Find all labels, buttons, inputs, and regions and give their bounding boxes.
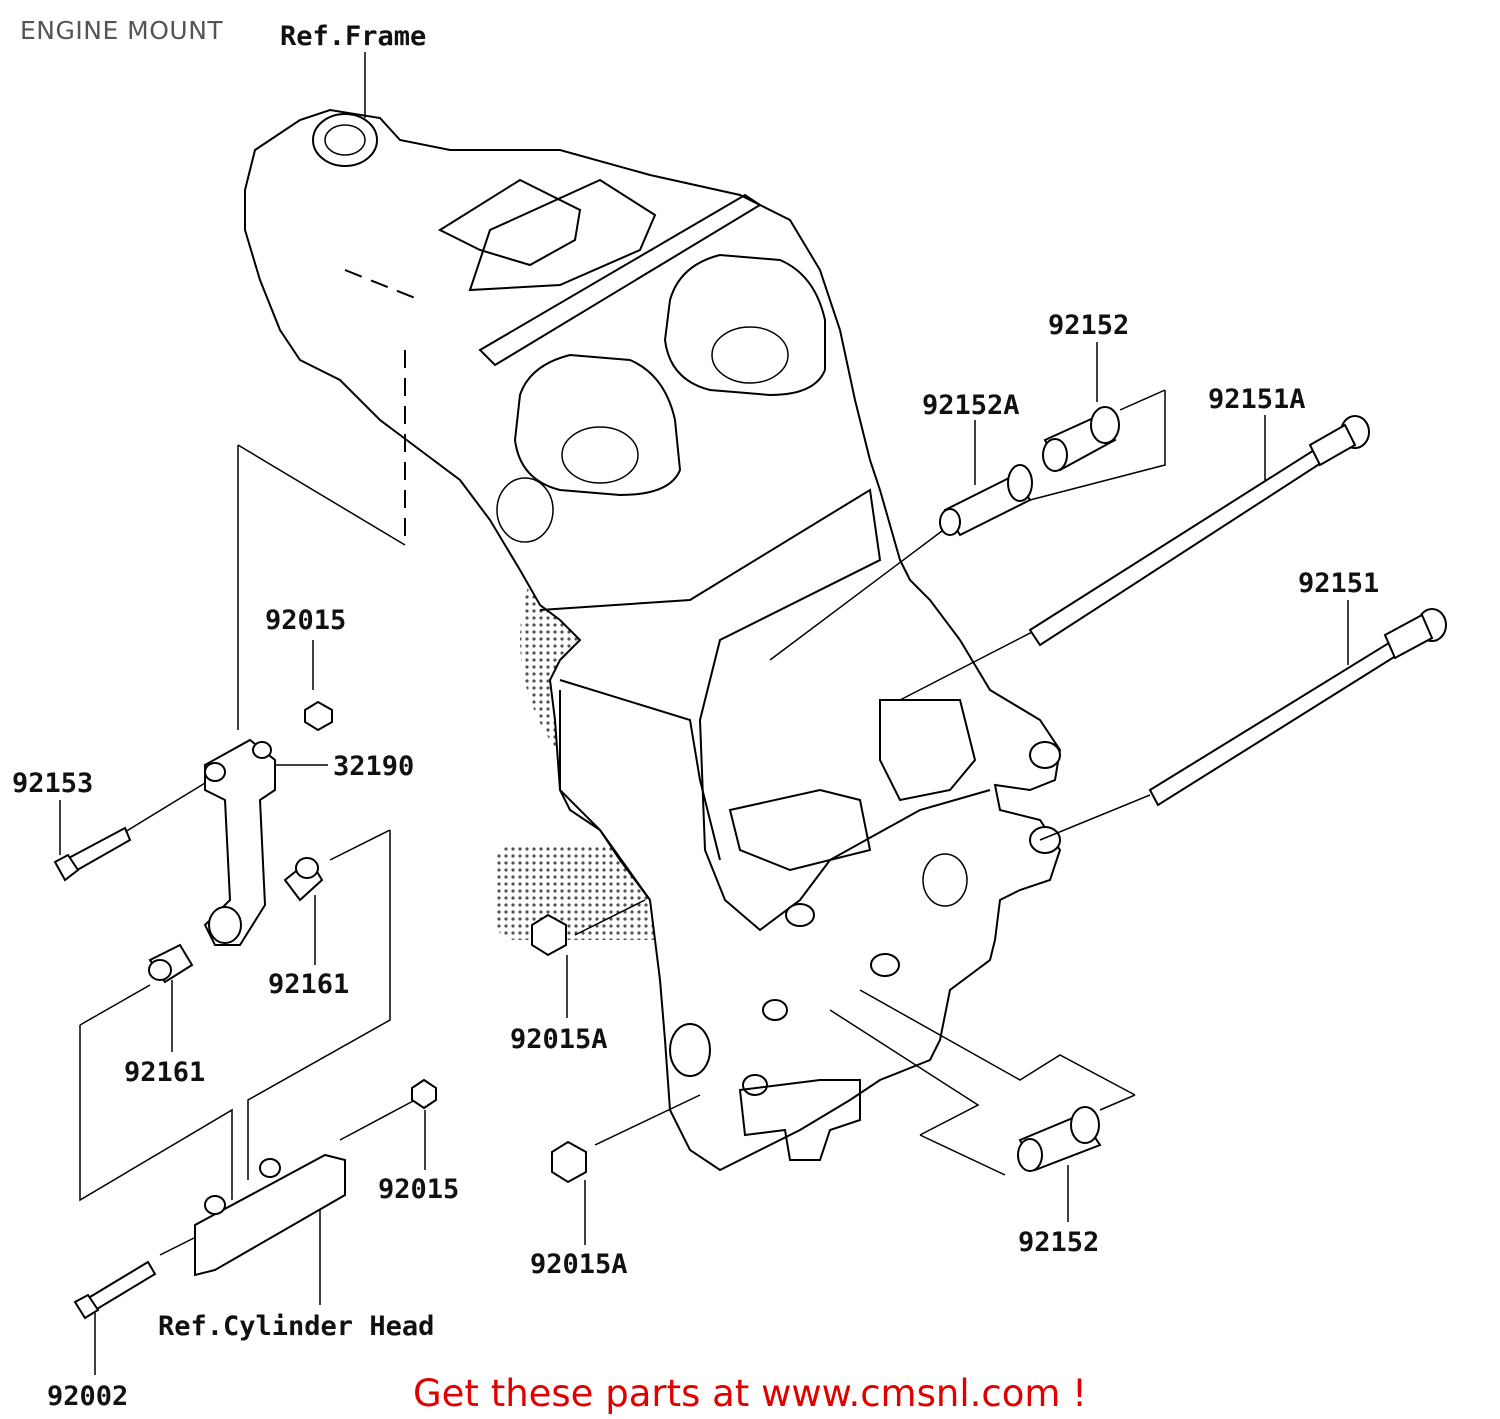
label-ref-cylinder-head: Ref.Cylinder Head	[158, 1311, 434, 1342]
label-92161-right: 92161	[268, 969, 349, 1000]
page-title: ENGINE MOUNT	[20, 16, 224, 45]
label-92161-left: 92161	[124, 1057, 205, 1088]
part-92153-bolt-shape	[53, 826, 132, 882]
label-92015a-low: 92015A	[530, 1249, 628, 1280]
label-32190: 32190	[333, 751, 414, 782]
part-92151a-shape	[1028, 415, 1370, 647]
part-92152a-shape	[939, 464, 1033, 537]
part-92015-top-shape	[304, 700, 333, 732]
leader-lines	[59, 52, 1349, 1375]
label-92151: 92151	[1298, 568, 1379, 599]
part-92151-shape	[1148, 608, 1447, 807]
part-92161-right-shape	[283, 857, 324, 902]
frame-outline	[244, 108, 1062, 1172]
part-92152-bottom-shape	[1017, 1106, 1102, 1172]
footer-link[interactable]: Get these parts at www.cmsnl.com !	[412, 1372, 1087, 1415]
label-92015a-mid: 92015A	[510, 1024, 608, 1055]
label-92152-top: 92152	[1048, 310, 1129, 341]
part-32190-bracket-shape	[203, 738, 276, 946]
label-92015-top: 92015	[265, 605, 346, 636]
label-92152a: 92152A	[922, 390, 1020, 421]
part-92015-lower-shape	[411, 1078, 437, 1110]
label-ref-frame: Ref.Frame	[280, 21, 426, 52]
part-92015a-low-shape	[551, 1140, 587, 1184]
part-92152-top-shape	[1042, 406, 1120, 472]
part-cylinder-head-bracket-shape	[194, 1153, 346, 1277]
part-92002-bolt-shape	[73, 1260, 157, 1320]
label-92151a: 92151A	[1208, 384, 1306, 415]
part-92161-left-shape	[148, 943, 194, 984]
part-92015a-mid-shape	[531, 913, 567, 957]
label-92153: 92153	[12, 768, 93, 799]
label-92002: 92002	[47, 1381, 128, 1412]
label-92015-lower: 92015	[378, 1174, 459, 1205]
label-92152-bottom: 92152	[1018, 1227, 1099, 1258]
